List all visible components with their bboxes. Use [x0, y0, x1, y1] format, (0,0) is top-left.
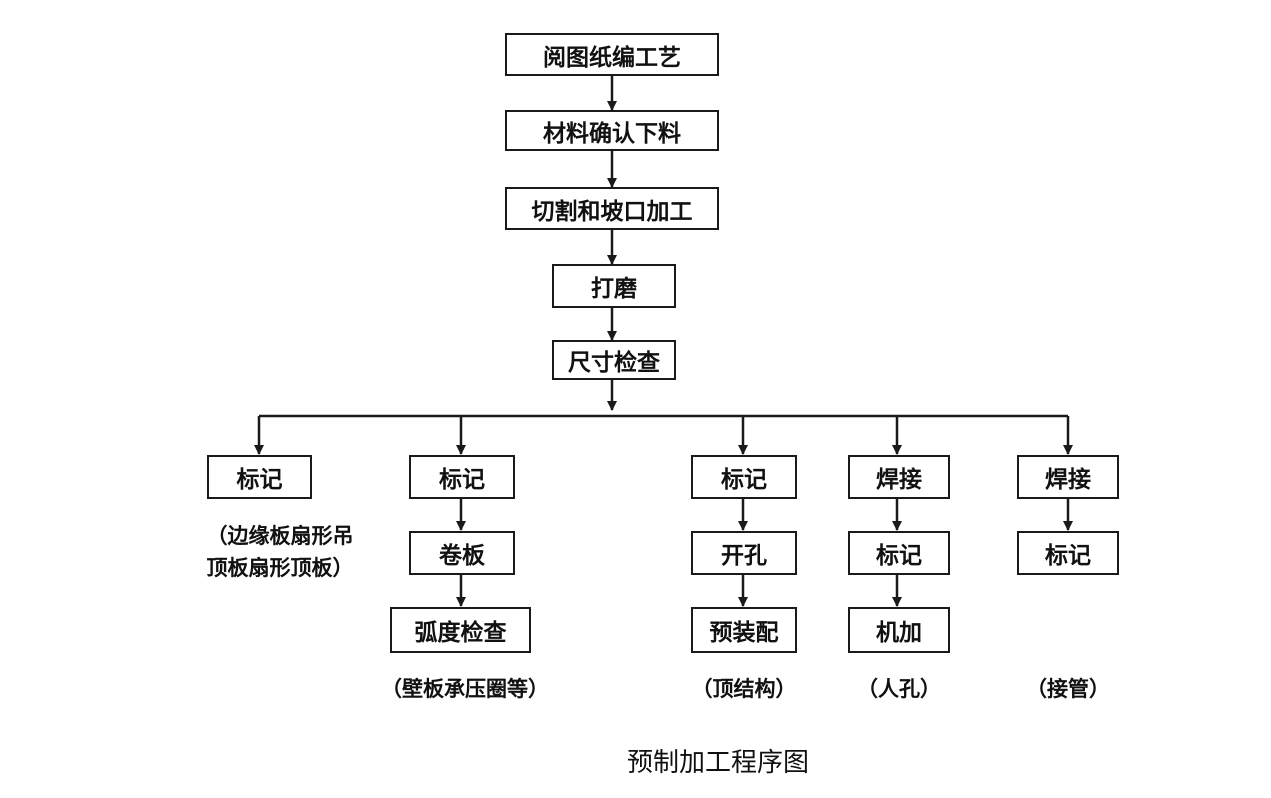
roof-note: （顶结构）	[691, 677, 797, 701]
figure-caption: 预制加工程序图	[627, 748, 810, 778]
step-dimension-check: 尺寸检查	[552, 340, 676, 380]
wall-note: （壁板承压圈等）	[381, 677, 549, 701]
roof-preassembly-box: 预装配	[691, 607, 797, 653]
edge-note-line2: 顶板扇形顶板）	[206, 556, 354, 580]
edge-note: （边缘板扇形吊 顶板扇形顶板）	[180, 520, 380, 584]
manhole-machining-box: 机加	[848, 607, 950, 653]
step-grinding: 打磨	[552, 264, 676, 308]
roof-mark-box: 标记	[691, 455, 797, 499]
nozzle-welding-box: 焊接	[1017, 455, 1119, 499]
step-read-drawings: 阅图纸编工艺	[505, 33, 719, 76]
wall-rolling-box: 卷板	[409, 531, 515, 575]
manhole-welding-box: 焊接	[848, 455, 950, 499]
step-cut-bevel: 切割和坡口加工	[505, 187, 719, 230]
nozzle-mark-box: 标记	[1017, 531, 1119, 575]
roof-drilling-box: 开孔	[691, 531, 797, 575]
edge-mark-box: 标记	[207, 455, 312, 499]
manhole-note: （人孔）	[857, 677, 941, 701]
manhole-mark-box: 标记	[848, 531, 950, 575]
edge-note-line1: （边缘板扇形吊	[206, 524, 354, 548]
nozzle-note: （接管）	[1026, 677, 1110, 701]
step-material-cutting: 材料确认下料	[505, 110, 719, 151]
wall-arc-check-box: 弧度检查	[390, 607, 531, 653]
wall-mark-box: 标记	[409, 455, 515, 499]
